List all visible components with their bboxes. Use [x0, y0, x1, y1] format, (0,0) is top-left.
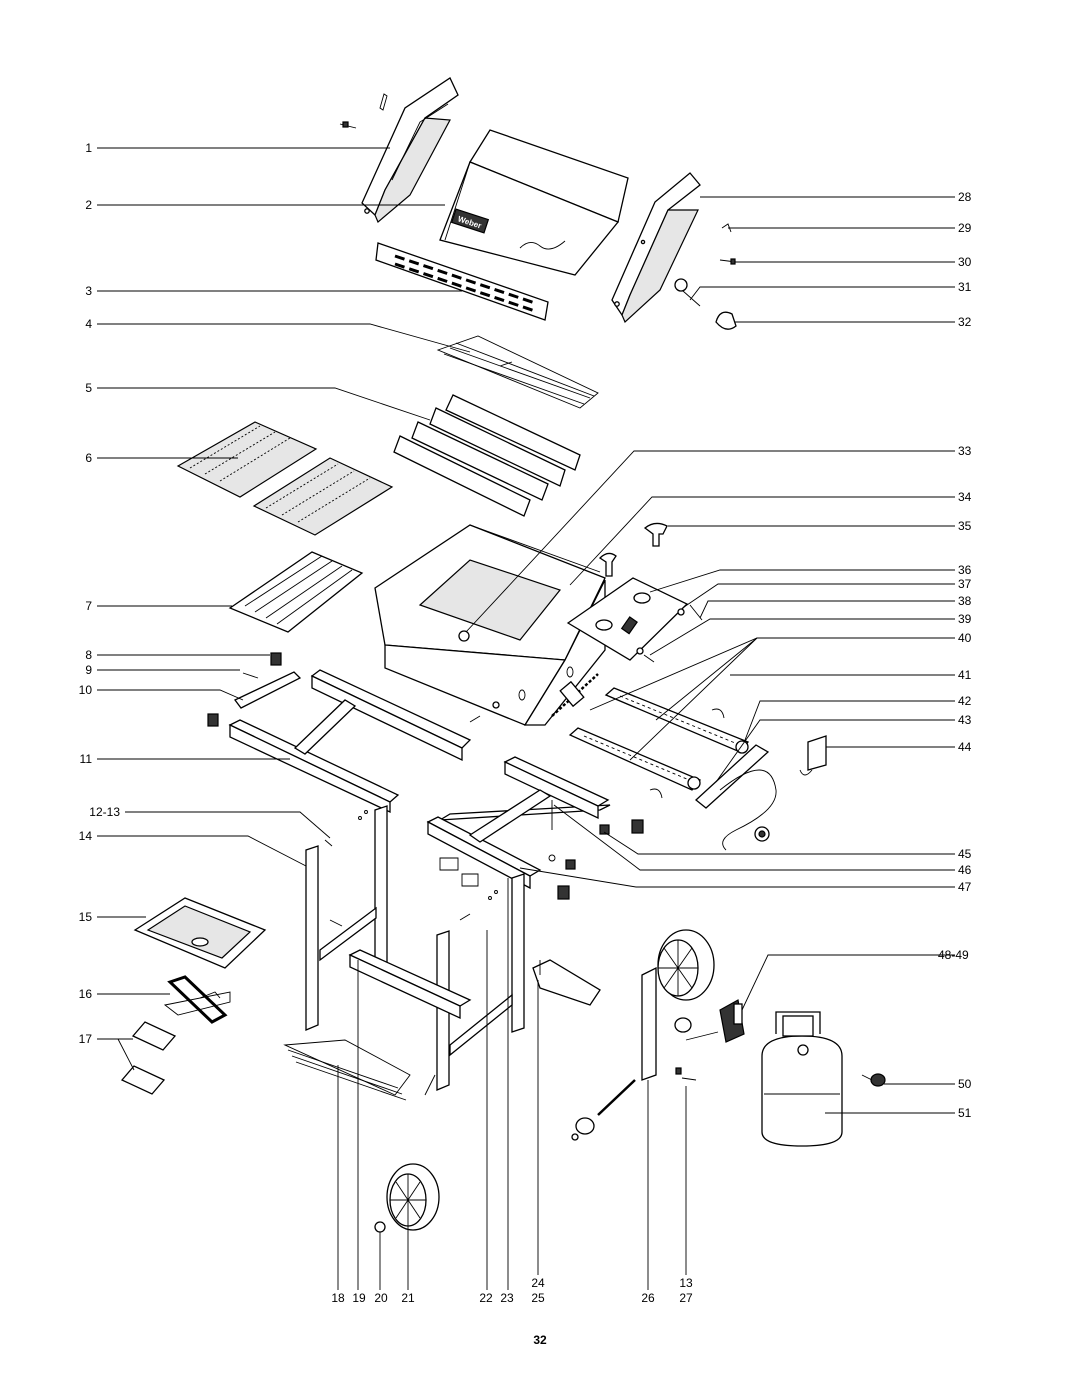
- callout-28: 28: [958, 190, 972, 204]
- rear-wheel: [657, 929, 715, 1001]
- cooking-grates: [176, 421, 394, 536]
- callout-34: 34: [958, 490, 972, 504]
- callout-30: 30: [958, 255, 972, 269]
- propane-tank: [761, 1011, 886, 1147]
- flavorizer-bars: [393, 394, 581, 517]
- callout-11: 11: [80, 752, 93, 766]
- callout-40: 40: [958, 631, 972, 645]
- callout-45: 45: [958, 847, 972, 861]
- callout-8: 8: [85, 648, 92, 662]
- callout-10: 10: [79, 683, 93, 697]
- callout-27: 27: [679, 1291, 693, 1305]
- callout-36: 36: [958, 563, 972, 577]
- lid-hood: Weber: [439, 129, 629, 276]
- callout-41: 41: [958, 668, 972, 682]
- callout-18: 18: [331, 1291, 345, 1305]
- callout-32: 32: [958, 315, 972, 329]
- callout-38: 38: [958, 594, 972, 608]
- callout-22: 22: [479, 1291, 493, 1305]
- callout-39: 39: [958, 612, 972, 626]
- callout-47: 47: [958, 880, 972, 894]
- callout-15: 15: [79, 910, 93, 924]
- callout-23: 23: [500, 1291, 514, 1305]
- control-panel-strip: [375, 242, 549, 321]
- callouts-left: 1 2 3 4 5 6 7 8 9 10 11 12-13 14 15 16 1…: [79, 141, 121, 1046]
- upper-frame: [207, 652, 644, 900]
- callouts-right: 28 29 30 31 32 33 34 35 36 37 38 39 40 4…: [938, 190, 972, 1120]
- front-wheel: [374, 1163, 440, 1233]
- callout-48-49: 48-49: [938, 948, 969, 962]
- callout-35: 35: [958, 519, 972, 533]
- callout-43: 43: [958, 713, 972, 727]
- frame-legs: [283, 805, 525, 1101]
- igniter-strip: [551, 673, 599, 717]
- callout-1: 1: [85, 141, 92, 155]
- frame-hardware: [324, 715, 498, 927]
- right-side-table: [611, 172, 701, 324]
- callout-44: 44: [958, 740, 972, 754]
- callouts-bottom: 24 13 18 19 20 21 22 23 25 26 27: [331, 1276, 693, 1305]
- callout-46: 46: [958, 863, 972, 877]
- callout-12-13: 12-13: [89, 805, 120, 819]
- manifold-panel: [566, 577, 703, 663]
- regulator: [719, 999, 745, 1043]
- callout-42: 42: [958, 694, 972, 708]
- callout-29: 29: [958, 221, 972, 235]
- callout-50: 50: [958, 1077, 972, 1091]
- callout-16: 16: [79, 987, 93, 1001]
- callout-20: 20: [374, 1291, 388, 1305]
- callout-7: 7: [85, 599, 92, 613]
- control-knobs: [598, 522, 668, 577]
- callout-3: 3: [85, 284, 92, 298]
- callout-51: 51: [958, 1106, 972, 1120]
- catch-pan: [133, 897, 267, 969]
- axle-assembly: [571, 966, 719, 1141]
- burner-tubes: [568, 687, 777, 851]
- callout-17: 17: [79, 1032, 93, 1046]
- callout-19: 19: [352, 1291, 366, 1305]
- warming-rack: [436, 335, 599, 409]
- callout-5: 5: [85, 381, 92, 395]
- callout-26: 26: [641, 1291, 655, 1305]
- callout-2: 2: [85, 198, 92, 212]
- callout-33: 33: [958, 444, 972, 458]
- callout-21: 21: [401, 1291, 415, 1305]
- page-number: 32: [533, 1333, 547, 1347]
- tray-bracket: [163, 975, 231, 1024]
- callout-24: 24: [531, 1276, 545, 1290]
- bracket: [799, 735, 827, 776]
- drip-pans: [120, 1021, 177, 1095]
- callout-37: 37: [958, 577, 972, 591]
- rear-bracket: [532, 959, 601, 1006]
- callout-9: 9: [85, 663, 92, 677]
- cookbox: [374, 524, 606, 726]
- callout-4: 4: [85, 317, 92, 331]
- callout-6: 6: [85, 451, 92, 465]
- callout-25: 25: [531, 1291, 545, 1305]
- leader-lines: [97, 147, 955, 1290]
- left-side-table: [339, 77, 459, 223]
- slide-tray: [228, 551, 364, 633]
- callout-14: 14: [79, 829, 93, 843]
- parts-drawing: Weber: [120, 77, 886, 1233]
- callout-13-bottom: 13: [679, 1276, 693, 1290]
- callout-31: 31: [958, 280, 972, 294]
